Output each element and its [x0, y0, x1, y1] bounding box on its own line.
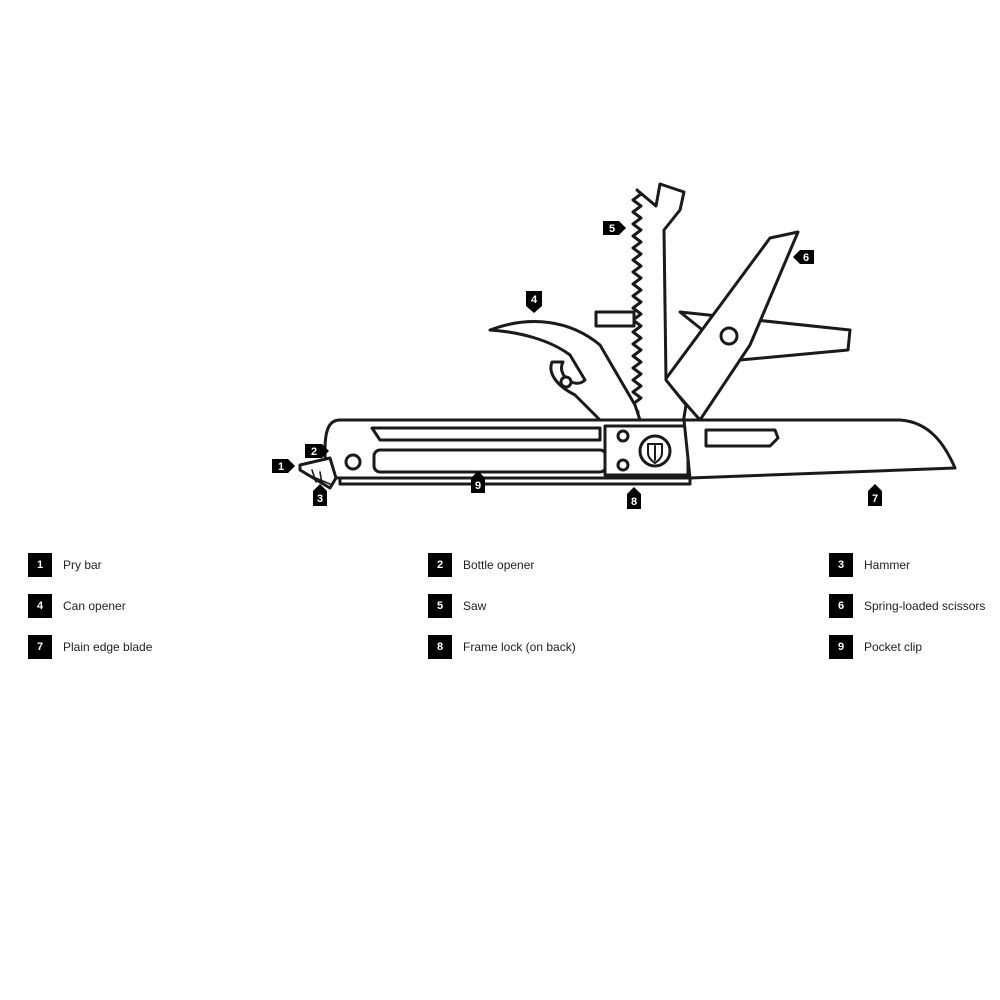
legend-badge: 1 [28, 553, 52, 577]
svg-text:9: 9 [475, 480, 481, 492]
legend-badge: 4 [28, 594, 52, 618]
can-opener-drawing [488, 320, 642, 432]
legend-label: Pry bar [63, 558, 102, 572]
legend-item-blade: 7 Plain edge blade [28, 635, 152, 659]
legend-item-pocket-clip: 9 Pocket clip [829, 635, 922, 659]
legend-label: Pocket clip [864, 640, 923, 654]
callout-2: 2 [305, 444, 329, 458]
callout-9: 9 [471, 471, 485, 493]
legend-label: Spring-loaded scissors [864, 599, 986, 613]
callout-4: 4 [526, 291, 542, 313]
blade-drawing [682, 418, 957, 480]
legend-item-hammer: 3 Hammer [829, 553, 910, 577]
legend-badge: 3 [829, 553, 853, 577]
callout-7: 7 [868, 484, 882, 506]
legend-badge: 6 [829, 594, 853, 618]
callout-3: 3 [313, 484, 327, 506]
scissors-drawing [663, 230, 852, 422]
legend-label: Can opener [63, 599, 126, 613]
legend-label: Bottle opener [463, 558, 535, 572]
multitool-diagram: 1 2 3 4 5 6 7 8 9 [272, 182, 957, 509]
svg-text:1: 1 [278, 461, 284, 473]
legend-label: Plain edge blade [63, 640, 153, 654]
legend-item-saw: 5 Saw [428, 594, 486, 618]
svg-text:2: 2 [311, 446, 317, 458]
svg-text:5: 5 [609, 223, 615, 235]
svg-text:6: 6 [803, 252, 809, 264]
callout-5: 5 [603, 221, 626, 235]
pry-bar-drawing [298, 456, 338, 490]
svg-text:3: 3 [317, 493, 323, 505]
legend-badge: 9 [829, 635, 853, 659]
legend-label: Frame lock (on back) [463, 640, 576, 654]
handle-drawing [323, 418, 692, 486]
legend-badge: 7 [28, 635, 52, 659]
legend-item-bottle-opener: 2 Bottle opener [428, 553, 534, 577]
legend-badge: 2 [428, 553, 452, 577]
callout-8: 8 [627, 487, 641, 509]
legend-label: Saw [463, 599, 487, 613]
legend-badge: 5 [428, 594, 452, 618]
legend-item-can-opener: 4 Can opener [28, 594, 126, 618]
svg-text:8: 8 [631, 496, 637, 508]
legend-item-frame-lock: 8 Frame lock (on back) [428, 635, 576, 659]
legend-item-scissors: 6 Spring-loaded scissors [829, 594, 985, 618]
svg-text:7: 7 [872, 493, 878, 505]
legend-item-pry-bar: 1 Pry bar [28, 553, 102, 577]
callout-1: 1 [272, 459, 295, 473]
legend-badge: 8 [428, 635, 452, 659]
legend-label: Hammer [864, 558, 911, 572]
svg-text:4: 4 [531, 294, 538, 306]
callout-6: 6 [793, 250, 814, 264]
